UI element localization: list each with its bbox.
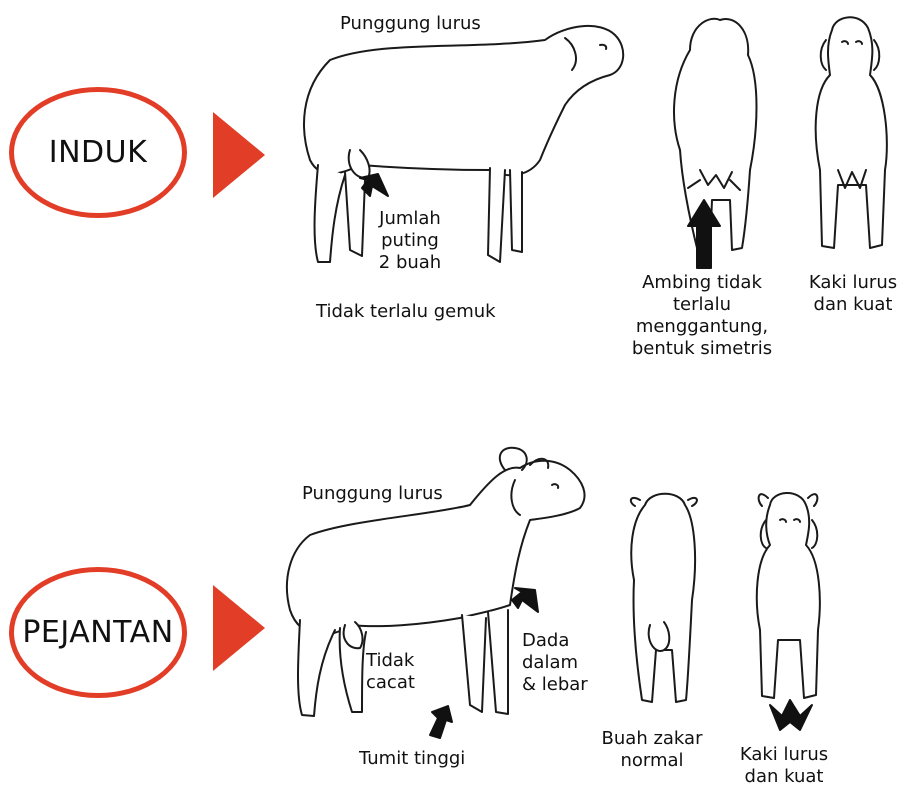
pejantan-pointer-triangle xyxy=(213,585,265,671)
pejantan-testicle-label: Buah zakar normal xyxy=(597,728,707,772)
ram-rear-view-drawing xyxy=(631,494,697,702)
induk-category-oval: INDUK xyxy=(9,87,187,218)
ewe-side-view-drawing xyxy=(304,26,623,262)
pejantan-heel-label: Tumit tinggi xyxy=(359,748,465,770)
induk-udder-label: Ambing tidak terlalu menggantung, bentuk… xyxy=(622,272,782,360)
induk-back-label: Punggung lurus xyxy=(340,13,481,35)
induk-pointer-triangle xyxy=(213,112,265,198)
induk-category-label: INDUK xyxy=(49,135,148,170)
ewe-rear-view-drawing xyxy=(674,19,756,268)
induk-legs-label: Kaki lurus dan kuat xyxy=(805,272,901,316)
ewe-front-view-drawing xyxy=(816,17,887,248)
induk-teats-label: Jumlah puting 2 buah xyxy=(372,208,448,274)
ram-front-view-drawing xyxy=(757,493,820,730)
induk-body-label: Tidak terlalu gemuk xyxy=(316,301,496,323)
pejantan-defect-label: Tidak cacat xyxy=(366,650,415,694)
pejantan-back-label: Punggung lurus xyxy=(302,483,443,505)
pejantan-chest-label: Dada dalam & lebar xyxy=(522,630,588,696)
pejantan-category-label: PEJANTAN xyxy=(22,615,173,650)
pejantan-legs-label: Kaki lurus dan kuat xyxy=(735,744,833,788)
pejantan-category-oval: PEJANTAN xyxy=(9,567,187,698)
